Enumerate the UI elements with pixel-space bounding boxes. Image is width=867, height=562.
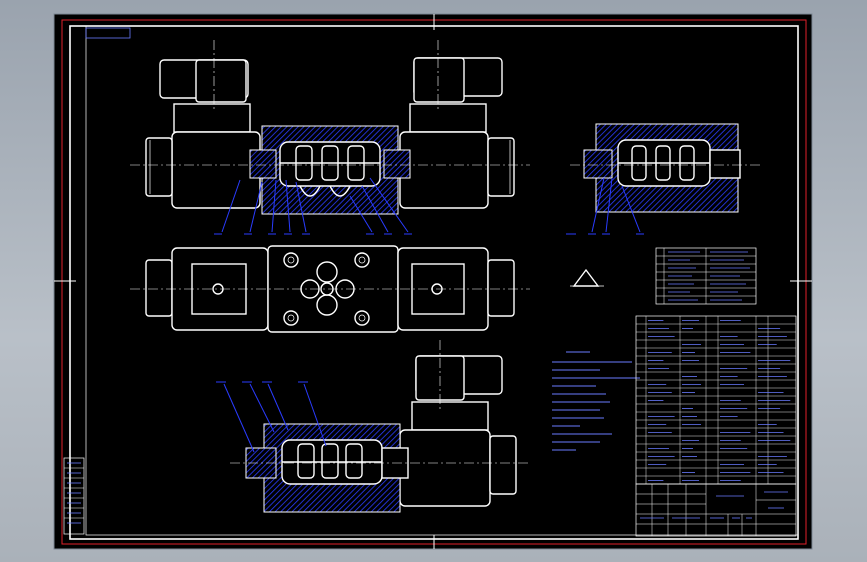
bottom-leader-lines [216,381,327,453]
left-solenoid-coil [145,59,261,209]
top-view [130,245,530,333]
right-section-view [566,123,760,287]
right-solenoid-coil [399,57,515,209]
front-section-view [130,40,530,235]
margin-stamp-table [63,457,85,535]
right-leader-lines [566,177,644,235]
center-marks [54,14,812,549]
front-leader-lines [214,177,412,235]
surface-symbol [570,268,604,287]
technical-requirements-notes [552,351,640,451]
bottom-section-view [216,340,530,513]
valve-body-section [249,125,411,215]
drawing-number-box [85,27,131,39]
title-block [635,483,797,537]
parameter-table [655,247,757,305]
bill-of-materials [635,315,797,485]
